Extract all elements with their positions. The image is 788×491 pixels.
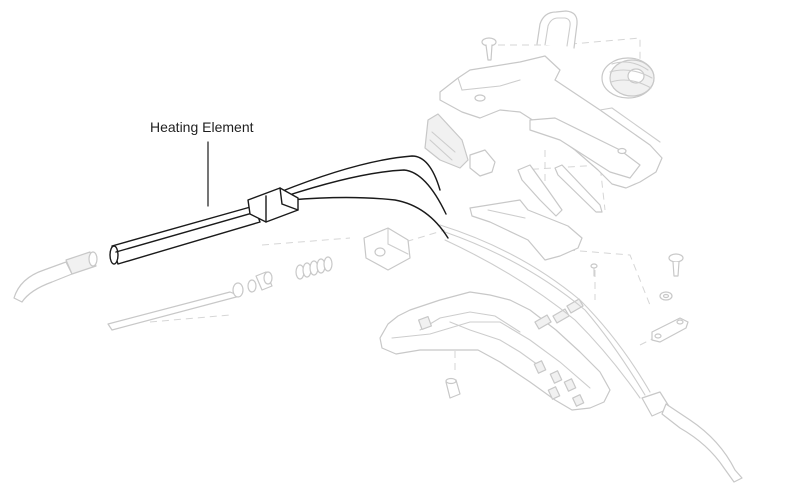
slide-plate [469, 199, 583, 261]
u-bracket [536, 10, 578, 49]
bushing-block [363, 227, 411, 271]
upper-housing [439, 55, 663, 189]
solder-spool [601, 57, 655, 99]
small-pin [590, 263, 598, 277]
push-rod [107, 271, 273, 331]
callout-label: Heating Element [150, 119, 254, 135]
lower-housing [379, 291, 611, 411]
screw-right [659, 253, 684, 301]
wire-clips [534, 298, 584, 330]
spring [295, 256, 333, 280]
heating-element [109, 155, 449, 265]
bracket-plate [651, 317, 689, 343]
bottom-plug [445, 377, 461, 399]
screw-top [481, 37, 497, 61]
callout: Heating Element [150, 119, 254, 207]
trigger-block [424, 113, 496, 177]
power-cord [439, 224, 743, 483]
lever-parts [517, 164, 603, 217]
tip-nozzle [13, 251, 98, 303]
